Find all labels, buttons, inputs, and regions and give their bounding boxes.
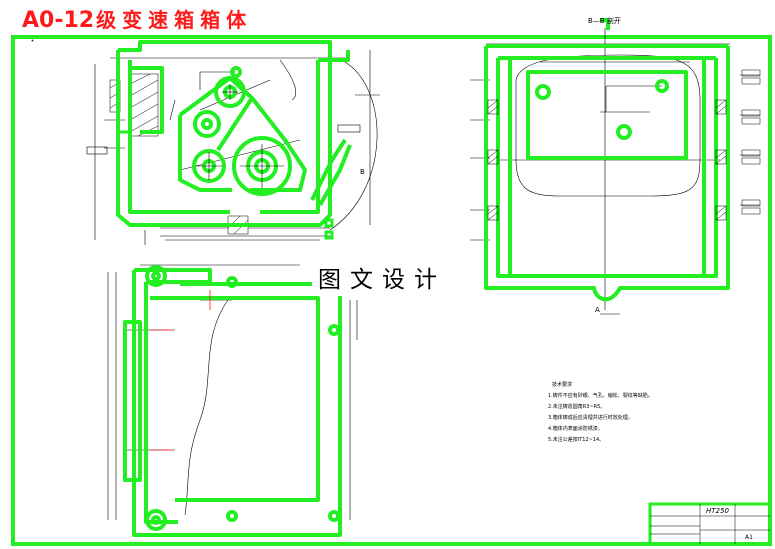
notes-item: 1.铸件不应有砂眼、气孔、缩松、裂纹等缺陷。 [548, 393, 653, 399]
title-block-material: HT250 [706, 507, 729, 515]
section-view [470, 18, 761, 315]
watermark-text: 图文设计 [312, 258, 452, 296]
notes-item: 5.未注公差按IT12~14。 [548, 437, 605, 443]
title-block-scale: A1 [745, 534, 753, 541]
title-name: 级变速箱箱体 [96, 8, 253, 32]
notes-item: 2.未注铸造圆角R3~R5。 [548, 404, 606, 410]
title-block [648, 502, 772, 546]
drawing-border [11, 35, 772, 546]
notes-heading: 技术要求 [552, 382, 573, 388]
bottom-view [107, 264, 358, 537]
section-marker-a: A [595, 306, 600, 314]
technical-notes: 技术要求 1.铸件不应有砂眼、气孔、缩松、裂纹等缺陷。 2.未注铸造圆角R3~R… [548, 380, 653, 446]
section-label: B—B 剖开 [588, 17, 621, 25]
notes-item: 3.箱体铸成后应清理并进行时效处理。 [548, 415, 633, 421]
title-code: A0-12 [22, 8, 95, 33]
main-view [31, 39, 380, 245]
section-marker-b: B [360, 168, 365, 176]
notes-item: 4.箱体内表面涂防锈漆。 [548, 426, 603, 432]
